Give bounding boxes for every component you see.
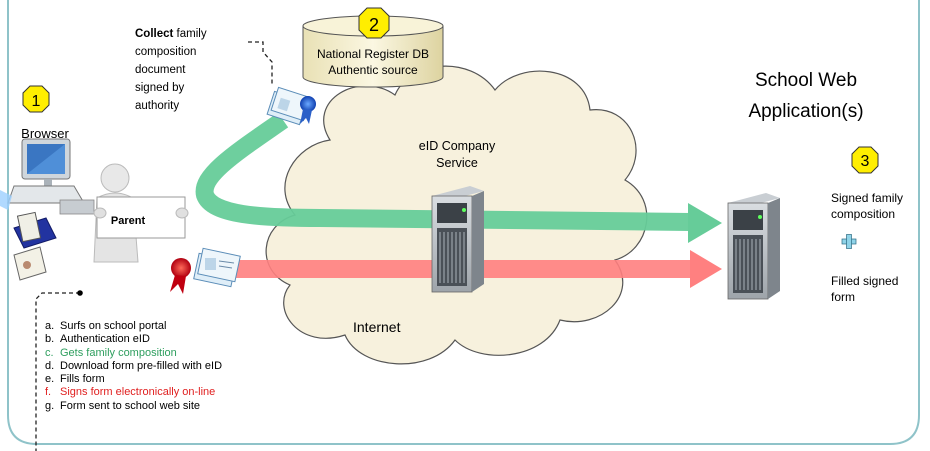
school-server-icon — [727, 193, 780, 300]
step-text: Surfs on school portal — [60, 320, 167, 332]
signed-family-line1: Signed family — [831, 191, 903, 205]
step-item: e. Fills form — [45, 373, 222, 386]
step-item: g. Form sent to school web site — [45, 400, 222, 413]
filled-form-line1: Filled signed — [831, 274, 898, 288]
eid-service-line2: Service — [436, 156, 478, 170]
browser-label: Browser — [21, 126, 69, 141]
marker-2-icon — [358, 7, 390, 39]
green-arrow-path — [195, 112, 691, 231]
signed-family-line2: composition — [831, 207, 895, 221]
collect-note-bold: Collect — [135, 28, 174, 40]
steps-leader-dot — [77, 290, 83, 296]
step-letter: c. — [45, 346, 54, 359]
school-title-line2: Application(s) — [748, 101, 863, 122]
collect-note-line2: composition — [135, 46, 196, 58]
database-label-line1: National Register DB — [317, 47, 429, 61]
step-letter: a. — [45, 320, 55, 332]
step-item: d. Download form pre-filled with eID — [45, 360, 222, 373]
marker-1-icon — [22, 85, 50, 113]
card-reader-icon — [13, 211, 57, 281]
step-text: Download form pre-filled with eID — [60, 359, 223, 372]
step-text: Gets family composition — [60, 346, 177, 359]
step-letter: g. — [45, 399, 55, 412]
red-arrow-head — [690, 250, 722, 288]
school-title-line1: School Web — [755, 70, 857, 91]
step-item: c. Gets family composition — [45, 347, 222, 360]
step-letter: e. — [45, 373, 55, 386]
plus-icon — [841, 234, 857, 249]
collect-note: Collect family composition document sign… — [135, 28, 210, 112]
filled-form-line2: form — [831, 290, 855, 304]
marker-2-label: 2 — [369, 15, 379, 35]
marker-3-label: 3 — [861, 153, 870, 170]
parent-label: Parent — [111, 215, 146, 227]
steps-leader-line — [35, 292, 80, 451]
certificate-blue-seal-icon — [266, 86, 316, 126]
step-item: f. Signs form electronically on-line — [45, 386, 222, 399]
collect-note-line4: signed by — [135, 82, 184, 94]
browser-computer-icon — [0, 138, 95, 215]
step-text: Authentication eID — [60, 333, 150, 346]
steps-list: a. Surfs on school portal b. Authentication… — [45, 320, 222, 413]
database-label-line2: Authentic source — [328, 63, 418, 77]
collect-note-line3: document — [135, 64, 186, 76]
marker-3-icon — [851, 146, 879, 174]
step-text: Fills form — [60, 373, 105, 386]
step-text: Signs form electronically on-line — [60, 386, 216, 399]
step-letter: b. — [45, 333, 55, 346]
step-letter: f. — [45, 386, 52, 399]
green-arrow-head — [688, 203, 722, 243]
certificate-red-seal-icon — [170, 247, 241, 294]
internet-label: Internet — [353, 319, 401, 335]
marker-1-label: 1 — [32, 93, 41, 110]
collect-note-line1: family — [177, 28, 207, 40]
eid-service-line1: eID Company — [419, 139, 496, 153]
step-text: Form sent to school web site — [60, 399, 201, 412]
eid-server-icon — [431, 186, 484, 293]
step-item: a. Surfs on school portal — [45, 320, 222, 333]
step-letter: d. — [45, 359, 55, 372]
collect-note-line5: authority — [135, 100, 179, 112]
step-item: b. Authentication eID — [45, 333, 222, 346]
frame-border — [7, 0, 920, 445]
collect-leader-line — [248, 41, 273, 84]
parent-figure-icon — [93, 163, 189, 263]
